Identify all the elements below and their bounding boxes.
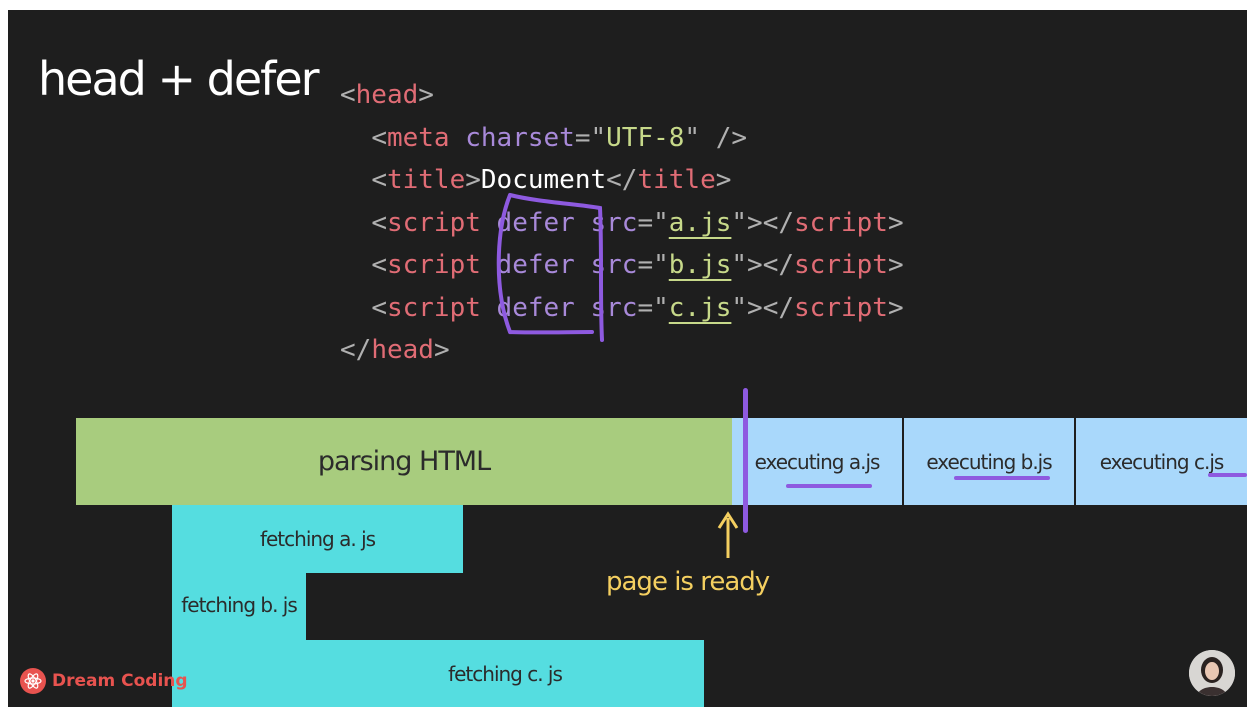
- fetching-a-label: fetching a. js: [259, 527, 376, 551]
- code-line-head-open: <head>: [340, 74, 904, 117]
- executing-b-label: executing b.js: [926, 449, 1052, 474]
- code-token: >: [887, 207, 904, 238]
- defer-bracket-annotation: [496, 193, 604, 342]
- underline-executing-b: [954, 476, 1050, 480]
- code-token: defer: [496, 207, 575, 238]
- code-token: "></: [731, 292, 795, 323]
- code-token: "></: [731, 250, 795, 280]
- code-token: =": [637, 292, 669, 323]
- parsing-html-bar: parsing HTML: [76, 418, 732, 505]
- code-token: >: [715, 165, 732, 195]
- code-token: <: [340, 80, 356, 110]
- executing-b-bar: executing b.js: [904, 418, 1074, 505]
- executing-c-bar: executing c.js: [1076, 418, 1247, 505]
- code-token: </: [340, 335, 372, 365]
- code-token: "></: [731, 207, 795, 238]
- atom-icon: [20, 668, 46, 694]
- logo-text: Dream Coding: [52, 671, 188, 691]
- underline-executing-a: [786, 484, 872, 488]
- code-token: charset: [465, 122, 575, 153]
- code-token: >: [465, 165, 481, 195]
- code-token: " />: [684, 122, 748, 153]
- parsing-html-label: parsing HTML: [317, 446, 491, 477]
- code-token: =": [574, 122, 607, 153]
- page-ready-label: page is ready: [606, 567, 770, 597]
- code-token: =": [637, 250, 669, 280]
- code-token: defer: [496, 292, 575, 323]
- code-token: =": [637, 207, 669, 238]
- code-token: <: [371, 207, 387, 238]
- code-token: script: [794, 250, 888, 280]
- code-token: script: [386, 207, 481, 238]
- code-line-script-b: <script defer src="b.js"></script>: [340, 244, 904, 287]
- fetching-c-label: fetching c. js: [448, 661, 563, 686]
- code-token: head: [355, 80, 419, 110]
- fetching-b-label: fetching b. js: [181, 593, 298, 617]
- code-token: >: [418, 80, 434, 110]
- code-token: >: [887, 250, 904, 280]
- code-token: script: [794, 207, 888, 238]
- code-line-meta: <meta charset="UTF-8" />: [340, 117, 904, 160]
- code-token: b.js: [668, 250, 732, 280]
- code-token: <: [371, 122, 387, 153]
- executing-a-bar: executing a.js: [732, 418, 902, 505]
- code-token: src: [590, 250, 638, 280]
- code-token: src: [590, 292, 638, 323]
- code-token: </: [606, 165, 638, 195]
- code-token: UTF-8: [606, 122, 685, 153]
- slide: head + defer <head> <meta charset="UTF-8…: [8, 10, 1247, 707]
- ready-marker-line: [743, 388, 748, 533]
- code-line-script-a: <script defer src="a.js"></script>: [340, 202, 904, 245]
- executing-a-label: executing a.js: [754, 449, 881, 474]
- code-line-head-close: </head>: [340, 329, 904, 372]
- code-token: defer: [496, 250, 575, 280]
- fetching-c-bar: fetching c. js: [306, 640, 704, 707]
- code-token: c.js: [668, 292, 732, 323]
- underline-executing-c: [1208, 473, 1247, 477]
- code-token: script: [386, 292, 481, 323]
- code-block: <head> <meta charset="UTF-8" /> <title>D…: [340, 74, 904, 372]
- fetching-b-bar: fetching b. js: [172, 573, 306, 707]
- code-token: <: [371, 250, 387, 280]
- code-token: <: [371, 165, 387, 195]
- fetching-a-bar: fetching a. js: [172, 505, 463, 573]
- code-token: >: [433, 335, 450, 365]
- code-line-title: <title>Document</title>: [340, 159, 904, 202]
- code-line-script-c: <script defer src="c.js"></script>: [340, 287, 904, 330]
- code-token: <: [371, 292, 387, 323]
- executing-c-label: executing c.js: [1099, 449, 1225, 474]
- presenter-avatar: [1189, 650, 1235, 696]
- code-token: title: [386, 165, 466, 195]
- slide-title: head + defer: [38, 52, 320, 106]
- code-token: script: [386, 250, 481, 280]
- code-token: head: [371, 335, 434, 365]
- page-ready-arrow-icon: [717, 511, 739, 558]
- code-token: meta: [386, 122, 450, 153]
- code-token: title: [637, 165, 716, 195]
- code-token: >: [887, 292, 904, 323]
- code-token: Document: [480, 165, 607, 195]
- code-token: script: [794, 292, 888, 323]
- channel-logo: Dream Coding: [20, 668, 188, 694]
- code-token: a.js: [668, 207, 732, 238]
